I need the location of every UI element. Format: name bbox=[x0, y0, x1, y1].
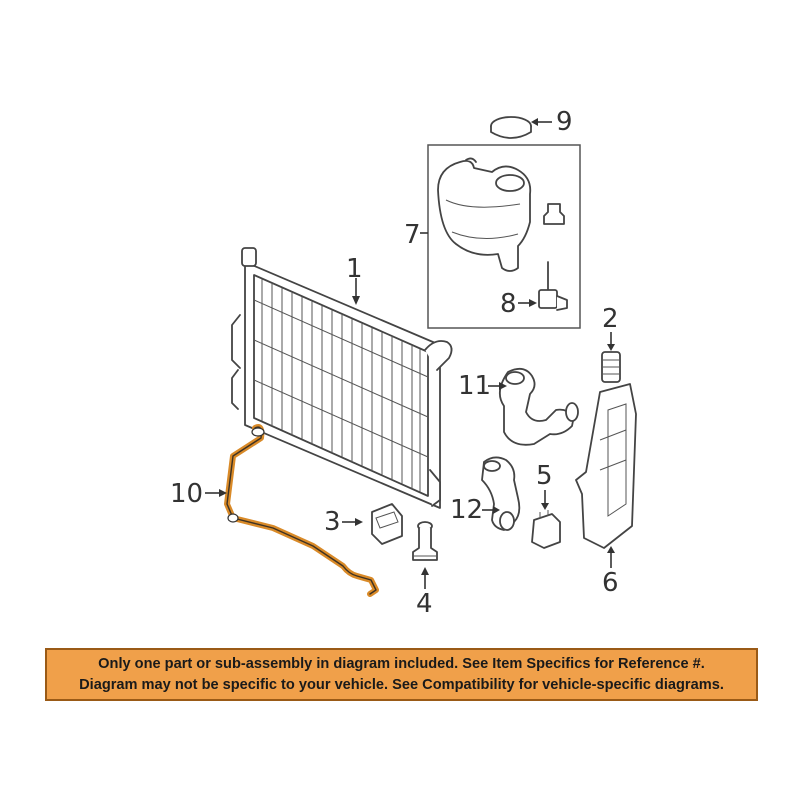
rubber-mount-part bbox=[601, 351, 621, 383]
notice-line-1: Only one part or sub-assembly in diagram… bbox=[98, 655, 705, 672]
callout-12: 12 bbox=[450, 495, 483, 525]
callout-2: 2 bbox=[602, 304, 619, 334]
side-air-duct-part bbox=[575, 383, 637, 549]
upper-hose-part bbox=[498, 367, 579, 446]
notice-banner: Only one part or sub-assembly in diagram… bbox=[45, 648, 758, 701]
radiator-mount-part bbox=[371, 503, 403, 545]
expansion-tank-part bbox=[437, 157, 565, 272]
coolant-line-part bbox=[224, 424, 379, 597]
callout-5: 5 bbox=[536, 461, 553, 491]
lower-hose-part bbox=[481, 456, 521, 531]
tank-cap-part bbox=[490, 116, 532, 139]
level-sensor-part bbox=[538, 261, 568, 311]
callout-9: 9 bbox=[556, 107, 573, 137]
expansion-tank-group-box bbox=[427, 144, 581, 329]
drain-plug-part bbox=[412, 521, 438, 561]
callout-3: 3 bbox=[324, 507, 341, 537]
callout-10: 10 bbox=[170, 479, 203, 509]
parts-diagram: 1 7 8 9 2 6 bbox=[170, 107, 637, 619]
callout-1: 1 bbox=[346, 254, 363, 284]
callout-11: 11 bbox=[458, 371, 491, 401]
mount-bracket-part bbox=[531, 510, 561, 549]
callout-8: 8 bbox=[500, 289, 517, 319]
radiator-part bbox=[231, 247, 453, 509]
callout-6: 6 bbox=[602, 568, 619, 598]
notice-line-2: Diagram may not be specific to your vehi… bbox=[79, 676, 724, 693]
callout-7: 7 bbox=[404, 220, 421, 250]
callout-4: 4 bbox=[416, 589, 433, 619]
